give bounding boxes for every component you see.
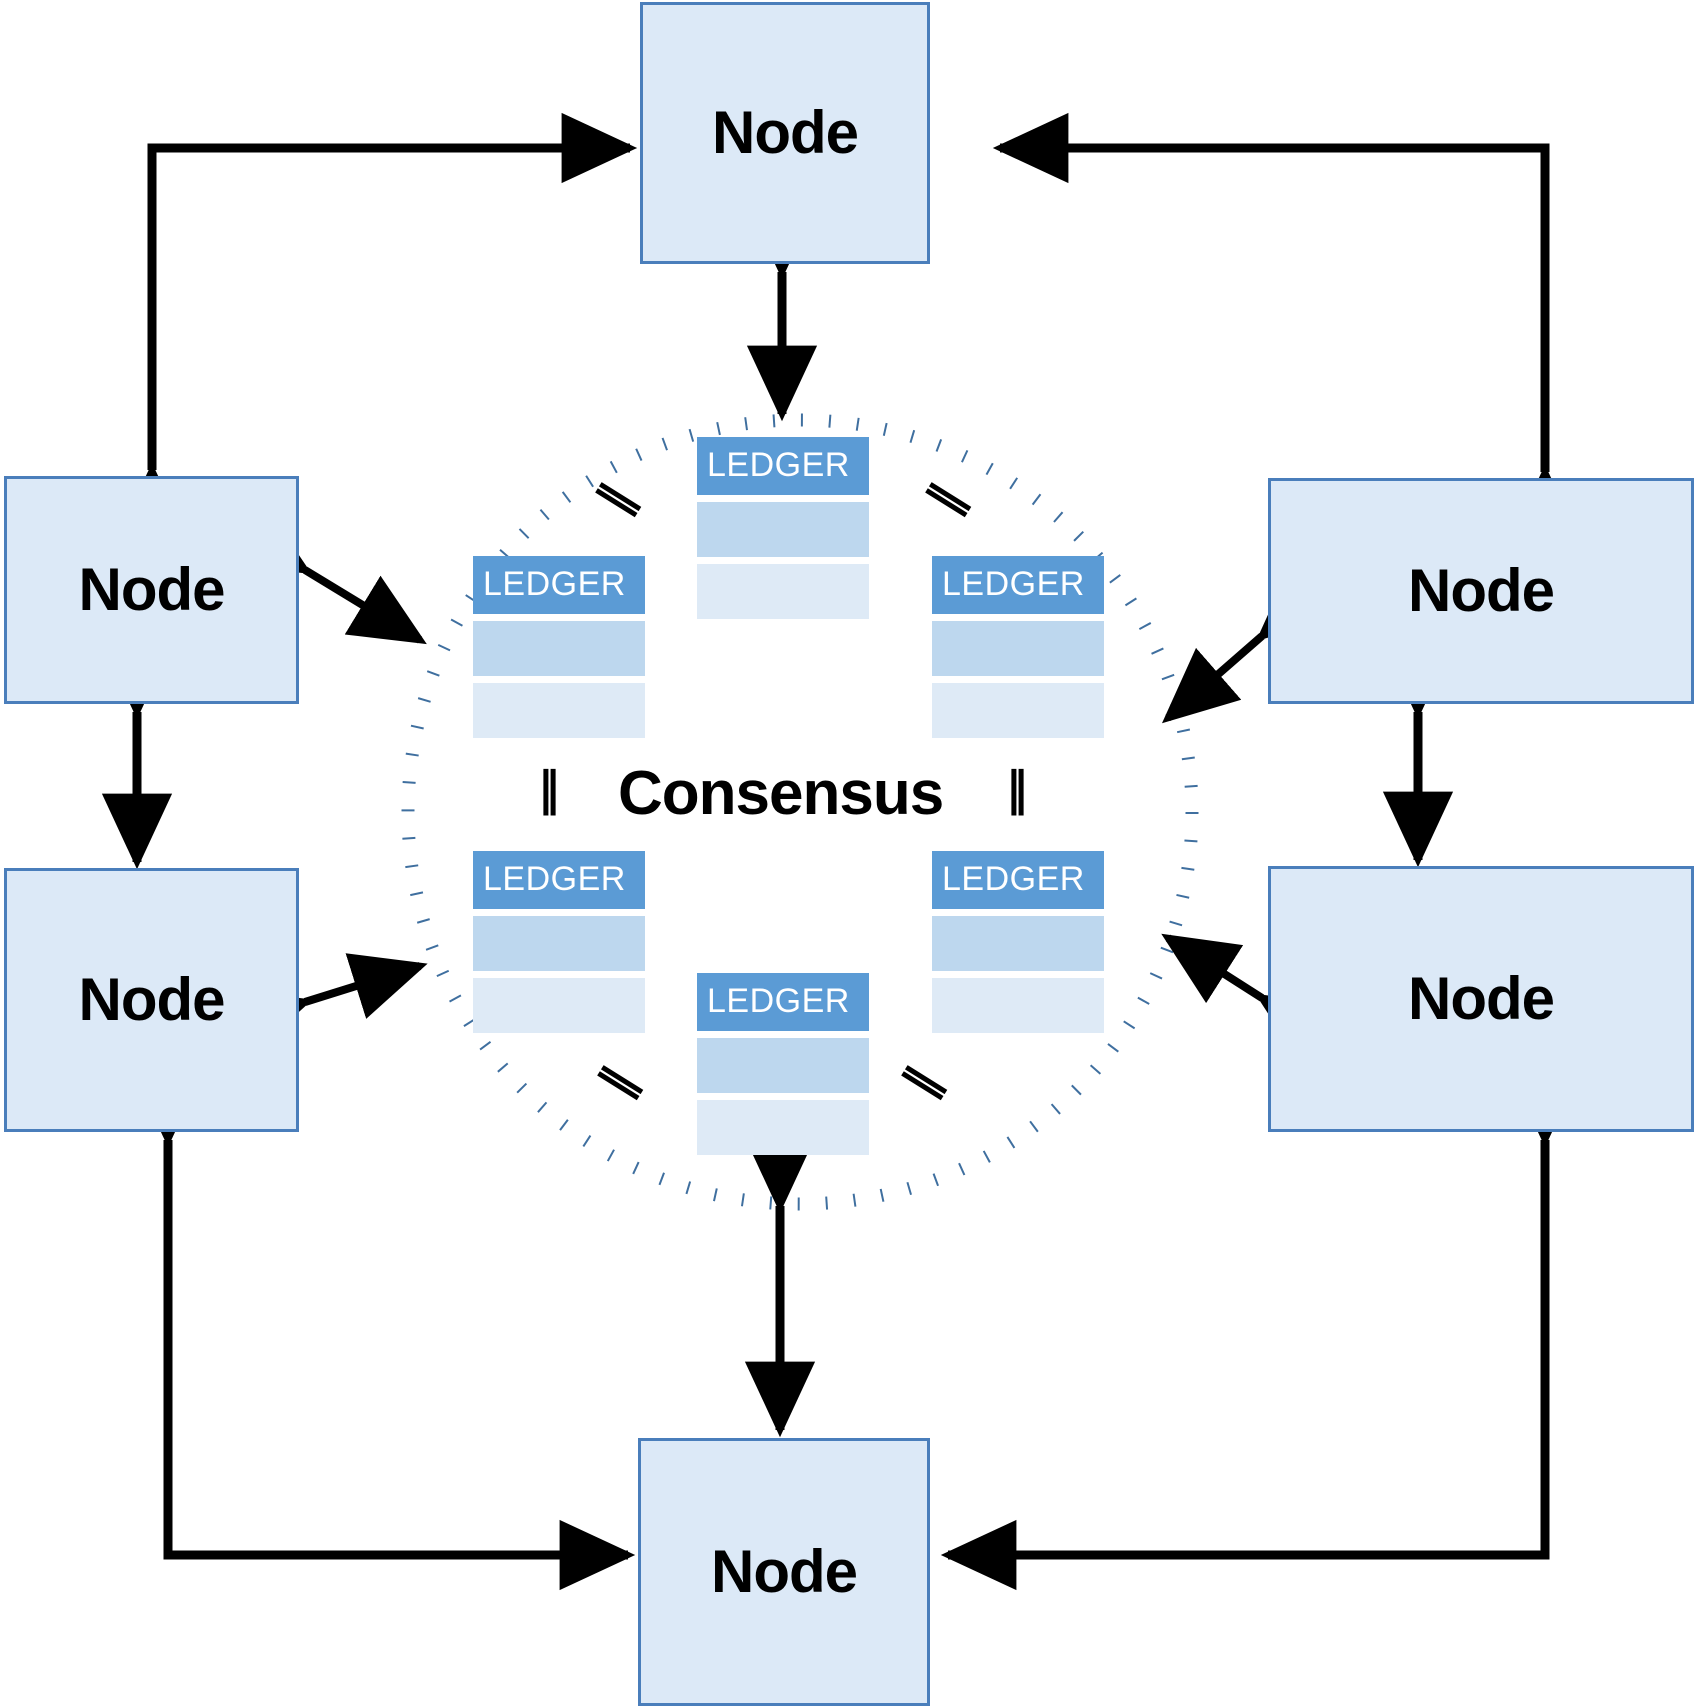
consensus-circle [401,413,1199,1211]
connector-top-right-elbow [992,112,1581,541]
connector-bottom-left-elbow [132,1071,636,1591]
node-label: Node [712,99,859,166]
ledger-bar-secondary [697,564,869,619]
ledger-card-lower-right[interactable]: LEDGER [932,851,1104,1033]
node-label: Node [1408,557,1555,624]
ledger-bar-secondary [932,683,1104,738]
ledger-card-top[interactable]: LEDGER [697,437,869,619]
connector-circle-right-upper [1161,565,1336,724]
ledger-header: LEDGER [932,556,1104,614]
connector-circle-left-upper [229,505,427,645]
ledger-bar-secondary [473,978,645,1033]
connector-circle-right-lower [1161,933,1338,1064]
ledger-card-upper-left[interactable]: LEDGER [473,556,645,738]
ledger-bar-secondary [697,1100,869,1155]
connector-top-left-elbow [116,112,638,539]
ledger-header: LEDGER [473,556,645,614]
ledger-card-lower-left[interactable]: LEDGER [473,851,645,1033]
ledger-header: LEDGER [697,973,869,1031]
ledger-header: LEDGER [932,851,1104,909]
ledger-header: LEDGER [697,437,869,495]
connector-bottom-right-elbow [940,1071,1581,1591]
ledger-card-upper-right[interactable]: LEDGER [932,556,1104,738]
node-label: Node [78,556,226,623]
ledger-bar-primary [932,621,1104,676]
node-label: Node [711,1538,858,1605]
node-right-upper[interactable]: Node [1268,478,1694,704]
ledger-card-bottom[interactable]: LEDGER [697,973,869,1155]
node-label: Node [78,966,226,1033]
ledger-bar-secondary [473,683,645,738]
ledger-bar-primary [697,502,869,557]
ledger-bar-primary [473,916,645,971]
ledger-bar-primary [932,916,1104,971]
ledger-bar-secondary [932,978,1104,1033]
node-right-lower[interactable]: Node [1268,866,1694,1132]
ledger-bar-primary [697,1038,869,1093]
node-bottom[interactable]: Node [638,1438,930,1706]
node-left-upper[interactable]: Node [4,476,299,704]
node-left-lower[interactable]: Node [4,868,299,1132]
consensus-label: Consensus [618,759,944,828]
ledger-header: LEDGER [473,851,645,909]
ledger-bar-primary [473,621,645,676]
equals-mark-mid-right: ∥ [1006,763,1029,815]
connector-circle-left-lower [230,953,428,1055]
equals-mark-mid-left: ∥ [538,763,561,815]
node-label: Node [1408,965,1555,1032]
node-top[interactable]: Node [640,2,930,264]
